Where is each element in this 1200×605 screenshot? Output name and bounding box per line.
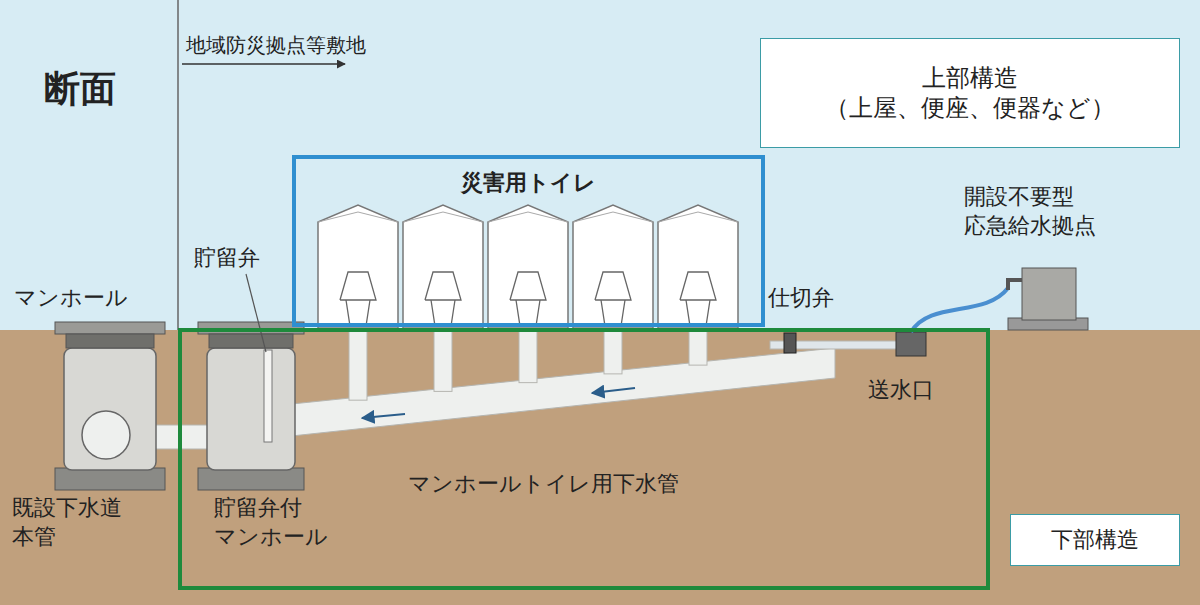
storage-valve — [264, 350, 272, 442]
section-title: 断面 — [44, 66, 116, 113]
lower-structure-frame: マンホールトイレ用下水管 — [178, 328, 990, 590]
toilet-seat — [340, 272, 376, 300]
main-pipe — [82, 411, 130, 459]
partition-valve — [784, 333, 796, 353]
supply-tap — [1008, 280, 1022, 290]
drop-pipe — [434, 330, 452, 391]
water-supply-unit — [1008, 268, 1088, 330]
lower-structure-box: 下部構造 — [1010, 514, 1180, 566]
manhole-label: マンホール — [14, 284, 128, 313]
booth-shell — [573, 205, 653, 328]
node-text: 下部構造 — [1051, 526, 1139, 554]
booth-shell — [318, 205, 398, 328]
storage-valve-manhole — [198, 322, 304, 490]
manhole-frame — [66, 334, 154, 348]
node-text: （上屋、便座、便器など） — [825, 93, 1115, 123]
drop-pipe — [349, 330, 367, 400]
node-text: 災害用トイレ — [296, 169, 761, 197]
toilet-bowl — [601, 300, 625, 326]
booth-roof — [488, 212, 568, 222]
valve-label: 貯留弁 — [194, 244, 260, 273]
toilet-bowl — [516, 300, 540, 326]
booth-shell — [658, 205, 738, 328]
water-hose — [911, 288, 1008, 332]
booth-roof — [573, 212, 653, 222]
toilet-booth — [403, 205, 483, 328]
flow-arrow — [592, 388, 635, 393]
leader-line — [246, 274, 266, 352]
toilet-seat — [510, 272, 546, 300]
manhole-base — [55, 468, 165, 490]
manhole-cover — [55, 322, 165, 334]
booth-roof — [318, 212, 398, 222]
drop-pipes — [349, 330, 707, 400]
site-label: 地域防災拠点等敷地 — [186, 32, 366, 58]
drop-pipe — [604, 330, 622, 374]
drop-pipe — [689, 330, 707, 365]
manhole-shaft — [64, 348, 156, 470]
booth-shell — [488, 205, 568, 328]
manhole-base — [198, 468, 304, 490]
toilet-booths — [318, 205, 738, 328]
manhole-frame — [209, 334, 293, 348]
valve-label: 仕切弁 — [768, 284, 834, 313]
site-arrow — [182, 63, 345, 65]
feed-port-label: 送水口 — [868, 376, 934, 405]
water-supply-label: 開設不要型 応急給水拠点 — [964, 183, 1164, 240]
toilet-booth — [488, 205, 568, 328]
toilet-seat — [595, 272, 631, 300]
booth-roof — [403, 212, 483, 222]
toilet-seat — [425, 272, 461, 300]
sewer-main-label: 既設下水道 本管 — [12, 494, 162, 551]
booth-shell — [403, 205, 483, 328]
flow-arrow — [362, 414, 405, 418]
toilet-bowl — [346, 300, 370, 326]
feed-port — [896, 332, 926, 356]
toilet-booth — [658, 205, 738, 328]
manhole-shaft — [207, 348, 295, 470]
site-boundary — [177, 0, 179, 330]
toilet-bowl — [686, 300, 710, 326]
manhole-label: 貯留弁付 マンホール — [214, 494, 354, 551]
drop-pipe — [519, 330, 537, 383]
node-text: マンホールトイレ用下水管 — [408, 470, 679, 498]
sky — [0, 0, 1200, 330]
toilet-bowl — [431, 300, 455, 326]
existing-manhole — [55, 322, 165, 490]
upper-structure-box: 上部構造（上屋、便座、便器など） — [760, 38, 1180, 148]
disaster-toilet-frame: 災害用トイレ — [292, 155, 765, 327]
toilet-seat — [680, 272, 716, 300]
toilet-booth — [318, 205, 398, 328]
booth-roof — [658, 212, 738, 222]
supply-box — [1022, 268, 1076, 320]
node-text: 上部構造 — [922, 63, 1018, 93]
toilet-booth — [573, 205, 653, 328]
